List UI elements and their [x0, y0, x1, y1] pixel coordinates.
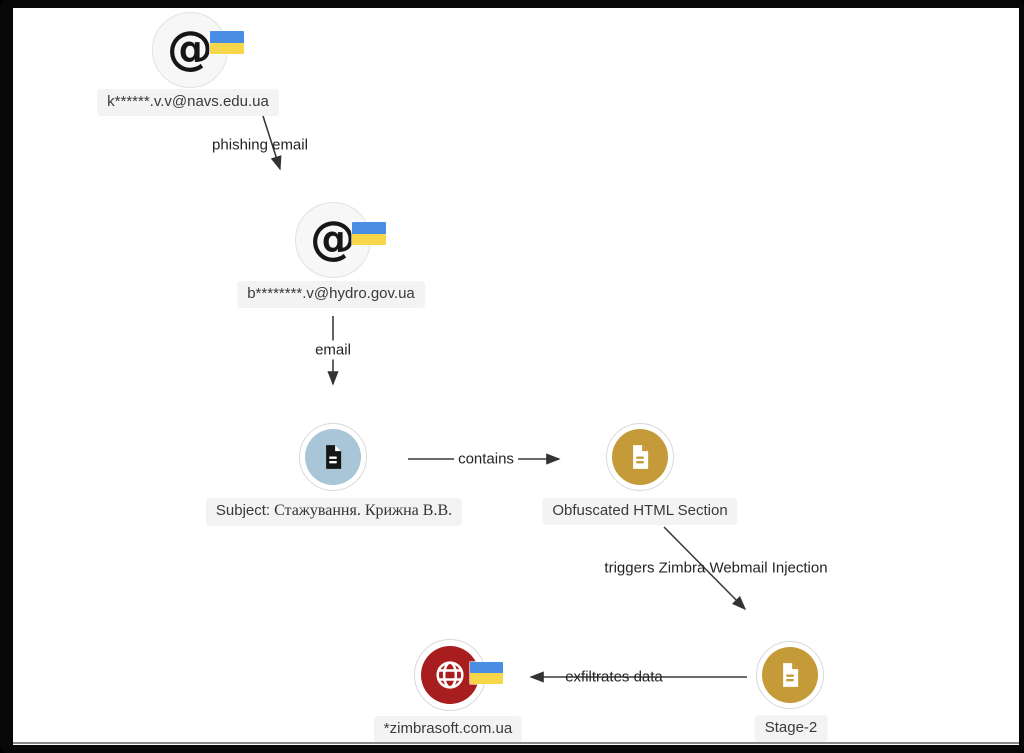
bottom-divider — [13, 742, 1019, 744]
node-stage-2[interactable] — [756, 641, 824, 709]
edge-label-contains: contains — [454, 449, 518, 469]
document-icon — [633, 445, 649, 469]
node-email-subject[interactable] — [299, 423, 367, 491]
node-label-stage-2: Stage-2 — [754, 715, 828, 742]
node-obfuscated-html[interactable] — [606, 423, 674, 491]
ukraine-flag-icon — [352, 222, 386, 245]
node-label-attacker-email: k******.v.v@navs.edu.ua — [97, 89, 279, 116]
document-icon — [783, 663, 799, 687]
edge-triggers — [663, 526, 747, 611]
subject-cyrillic: Стажування. Крижна В.В. — [274, 502, 453, 519]
node-label-email-subject: Subject:Стажування. Крижна В.В. — [205, 498, 463, 526]
node-label-obfuscated-html: Obfuscated HTML Section — [542, 498, 738, 525]
subject-prefix: Subject: — [215, 502, 271, 519]
edge-phishing-email — [262, 115, 282, 171]
edge-label-exfiltrates-data: exfiltrates data — [565, 668, 663, 686]
ukraine-flag-icon — [470, 662, 503, 684]
at-icon: @ — [167, 21, 213, 75]
ukraine-flag-icon — [210, 31, 244, 54]
edge-label-phishing-email: phishing email — [212, 136, 308, 154]
document-icon — [326, 445, 342, 469]
edge-label-triggers-zimbra: triggers Zimbra Webmail Injection — [604, 559, 828, 577]
at-icon: @ — [310, 211, 356, 265]
edge-label-email: email — [311, 340, 355, 360]
node-label-exfil-domain: *zimbrasoft.com.ua — [373, 716, 523, 743]
globe-icon — [436, 661, 464, 689]
node-label-victim-email: b********.v@hydro.gov.ua — [237, 281, 425, 308]
